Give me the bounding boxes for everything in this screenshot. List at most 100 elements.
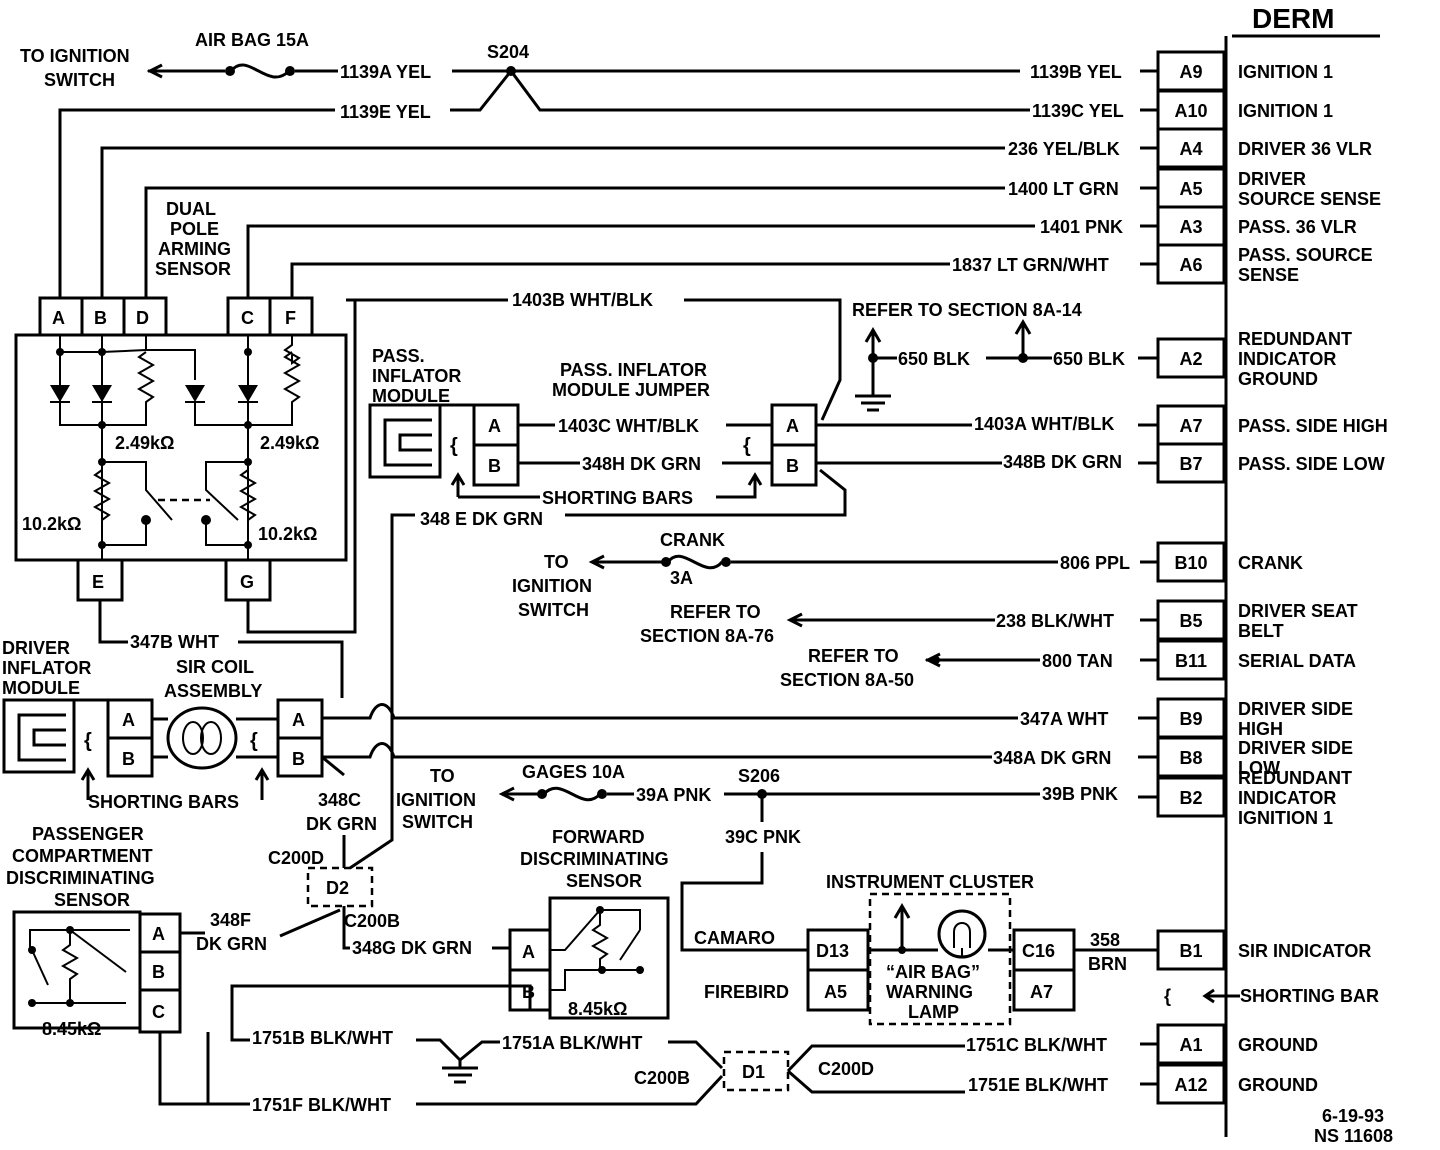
- derm-shorting-bar: SHORTING BAR: [1240, 986, 1379, 1006]
- derm-wire-label: 1751E BLK/WHT: [968, 1075, 1108, 1095]
- derm-pin-id: B9: [1179, 709, 1202, 729]
- derm-pin-function: PASS. 36 VLR: [1238, 217, 1357, 237]
- derm-pin-id: A6: [1179, 255, 1202, 275]
- svg-text:D: D: [136, 308, 149, 328]
- wire-1403c: 1403C WHT/BLK: [558, 416, 699, 436]
- svg-text:SWITCH: SWITCH: [44, 70, 115, 90]
- derm-pin-function: PASS. SIDE LOW: [1238, 454, 1385, 474]
- svg-text:SIR COIL: SIR COIL: [176, 657, 254, 677]
- derm-wire-label: 1139C YEL: [1032, 101, 1124, 121]
- svg-text:B: B: [152, 962, 165, 982]
- warning-lamp-label: “AIR BAG” WARNING LAMP: [886, 962, 980, 1022]
- wire-348a: 348A DK GRN: [993, 748, 1111, 768]
- c200d-label: C200D: [268, 848, 324, 868]
- ns-code: NS 11608: [1314, 1126, 1393, 1146]
- svg-text:A: A: [522, 942, 535, 962]
- wire-1751f: 1751F BLK/WHT: [252, 1095, 391, 1115]
- derm-pin-id: A5: [1179, 179, 1202, 199]
- derm-pin-id: A9: [1179, 62, 1202, 82]
- wire-348b: 348B DK GRN: [1003, 452, 1122, 472]
- derm-pin-id: B10: [1174, 553, 1207, 573]
- svg-text:MODULE: MODULE: [372, 386, 450, 406]
- svg-text:A: A: [52, 308, 65, 328]
- shorting-bars-driver: SHORTING BARS: [88, 792, 239, 812]
- sir-coil-label: SIR COIL ASSEMBLY: [164, 657, 262, 701]
- wire-347a: 347A WHT: [1020, 709, 1108, 729]
- derm-pin-id: B8: [1179, 748, 1202, 768]
- camaro-label: CAMARO: [694, 928, 775, 948]
- svg-text:358: 358: [1090, 930, 1120, 950]
- svg-text:{: {: [84, 730, 92, 752]
- derm-pin-function: INDICATOR: [1238, 788, 1336, 808]
- res-102-b: 10.2kΩ: [258, 524, 317, 544]
- derm-pin-id: A1: [1179, 1035, 1202, 1055]
- wire-650-a: 650 BLK: [898, 349, 970, 369]
- svg-text:PASSENGER: PASSENGER: [32, 824, 144, 844]
- derm-pin-function: GROUND: [1238, 369, 1318, 389]
- wire-1751a: 1751A BLK/WHT: [502, 1033, 642, 1053]
- d2-connector: D2: [326, 878, 349, 898]
- derm-wire-label: 800 TAN: [1042, 651, 1113, 671]
- derm-pin-function: SOURCE SENSE: [1238, 189, 1381, 209]
- cluster-connectors: D13 A5 C16 A7: [806, 928, 1076, 1012]
- res-845-b: 8.45kΩ: [568, 999, 627, 1019]
- svg-text:A: A: [292, 710, 305, 730]
- svg-text:B: B: [786, 456, 799, 476]
- c200d-label-2: C200D: [818, 1059, 874, 1079]
- sir-coil-assembly: { AB: [152, 698, 324, 778]
- svg-text:C: C: [152, 1002, 165, 1022]
- svg-text:DK GRN: DK GRN: [196, 934, 267, 954]
- svg-text:A: A: [122, 710, 135, 730]
- svg-text:DRIVER: DRIVER: [2, 638, 70, 658]
- derm-wire-label: 1139B YEL: [1030, 62, 1122, 82]
- d1-connector: D1: [742, 1062, 765, 1082]
- svg-text:{: {: [250, 730, 258, 752]
- svg-text:A: A: [152, 924, 165, 944]
- crank-fuse: 3A: [670, 568, 693, 588]
- date-code: 6-19-93: [1322, 1106, 1384, 1126]
- wire-348c: 348C DK GRN: [306, 790, 377, 834]
- derm-pin-function: SERIAL DATA: [1238, 651, 1356, 671]
- svg-text:A5: A5: [824, 982, 847, 1002]
- derm-pin-function: INDICATOR: [1238, 349, 1336, 369]
- wire-358: 358 BRN: [1088, 930, 1127, 974]
- svg-text:SWITCH: SWITCH: [518, 600, 589, 620]
- dual-pole-arming-sensor: A B D C F E G: [14, 296, 348, 602]
- gages-fuse-label: GAGES 10A: [522, 762, 625, 782]
- derm-pin-function: DRIVER SEAT: [1238, 601, 1358, 621]
- derm-pin-function: SIR INDICATOR: [1238, 941, 1371, 961]
- derm-pin-id: B2: [1179, 788, 1202, 808]
- derm-pin-id: B5: [1179, 611, 1202, 631]
- svg-text:SWITCH: SWITCH: [402, 812, 473, 832]
- wire-348g: 348G DK GRN: [352, 938, 472, 958]
- derm-pin-id: A2: [1179, 349, 1202, 369]
- derm-pin-function: LOW: [1238, 758, 1280, 778]
- svg-text:INFLATOR: INFLATOR: [2, 658, 91, 678]
- svg-text:TO IGNITION: TO IGNITION: [20, 46, 130, 66]
- wire-348e: 348 E DK GRN: [420, 509, 543, 529]
- svg-text:B: B: [94, 308, 107, 328]
- wire-348h: 348H DK GRN: [582, 454, 701, 474]
- pass-inflator-module-label: PASS. INFLATOR MODULE: [372, 346, 461, 406]
- to-ignition-switch-3: TO IGNITION SWITCH: [396, 766, 476, 832]
- derm-pin-function: REDUNDANT: [1238, 329, 1352, 349]
- svg-text:C: C: [241, 308, 254, 328]
- svg-text:IGNITION: IGNITION: [396, 790, 476, 810]
- c200b-label-2: C200B: [634, 1068, 690, 1088]
- derm-wire-label: 1400 LT GRN: [1008, 179, 1119, 199]
- arming-sensor-label: DUAL POLE ARMING SENSOR: [155, 199, 231, 279]
- c200b-label: C200B: [344, 911, 400, 931]
- derm-pin-function: PASS. SOURCE: [1238, 245, 1373, 265]
- svg-text:POLE: POLE: [170, 219, 219, 239]
- driver-inflator-module: AB {: [2, 698, 154, 778]
- svg-text:B: B: [292, 749, 305, 769]
- svg-text:“AIR BAG”: “AIR BAG”: [886, 962, 980, 982]
